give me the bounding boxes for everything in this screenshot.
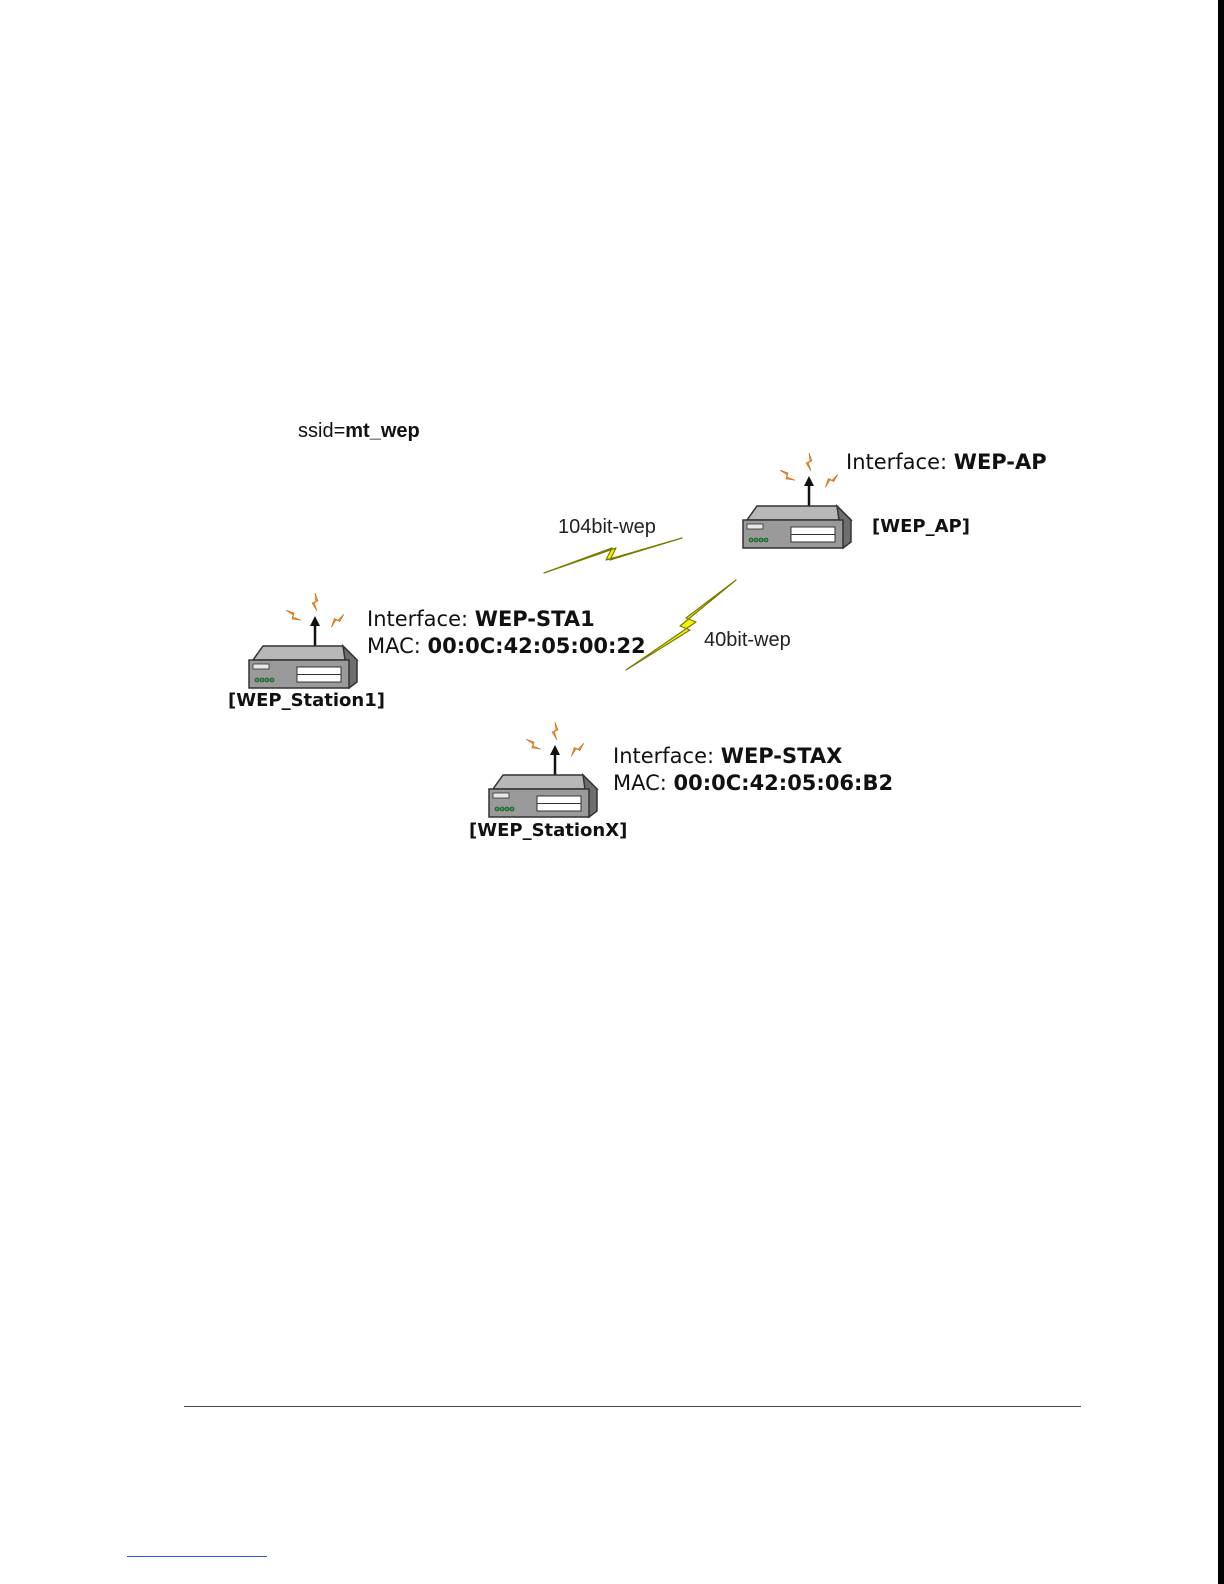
ssid-value: mt_wep <box>345 420 419 442</box>
ap-device-name: [WEP_AP] <box>872 518 970 536</box>
footer-rule <box>184 1406 1081 1407</box>
station1-mac: MAC: 00:0C:42:05:00:22 <box>367 636 646 657</box>
station1-interface: Interface: WEP-STA1 <box>367 609 595 630</box>
router-icon-stationx <box>489 722 597 817</box>
stationx-mac-value: 00:0C:42:05:06:B2 <box>674 771 894 795</box>
link-label-40bit: 40bit-wep <box>704 630 791 650</box>
stationx-mac-key: MAC: <box>613 771 674 795</box>
router-icon-ap <box>743 453 851 548</box>
ap-interface-key: Interface: <box>846 450 954 474</box>
stationx-interface-value: WEP-STAX <box>721 744 843 768</box>
station1-interface-key: Interface: <box>367 607 475 631</box>
ssid-key: ssid= <box>298 420 345 442</box>
station1-mac-value: 00:0C:42:05:00:22 <box>428 634 646 658</box>
station1-device-name: [WEP_Station1] <box>228 692 385 710</box>
stationx-mac: MAC: 00:0C:42:05:06:B2 <box>613 773 893 794</box>
link-label-104bit: 104bit-wep <box>558 517 656 537</box>
ap-interface: Interface: WEP-AP <box>846 452 1047 473</box>
ap-interface-value: WEP-AP <box>954 450 1047 474</box>
router-icon-station1 <box>249 593 357 688</box>
stationx-interface: Interface: WEP-STAX <box>613 746 842 767</box>
link-bolt-104bit <box>544 538 682 573</box>
ssid-label: ssid=mt_wep <box>298 421 420 441</box>
station1-mac-key: MAC: <box>367 634 428 658</box>
station1-interface-value: WEP-STA1 <box>475 607 595 631</box>
footnote-link-rule <box>127 1556 267 1557</box>
stationx-device-name: [WEP_StationX] <box>469 822 627 840</box>
stationx-interface-key: Interface: <box>613 744 721 768</box>
